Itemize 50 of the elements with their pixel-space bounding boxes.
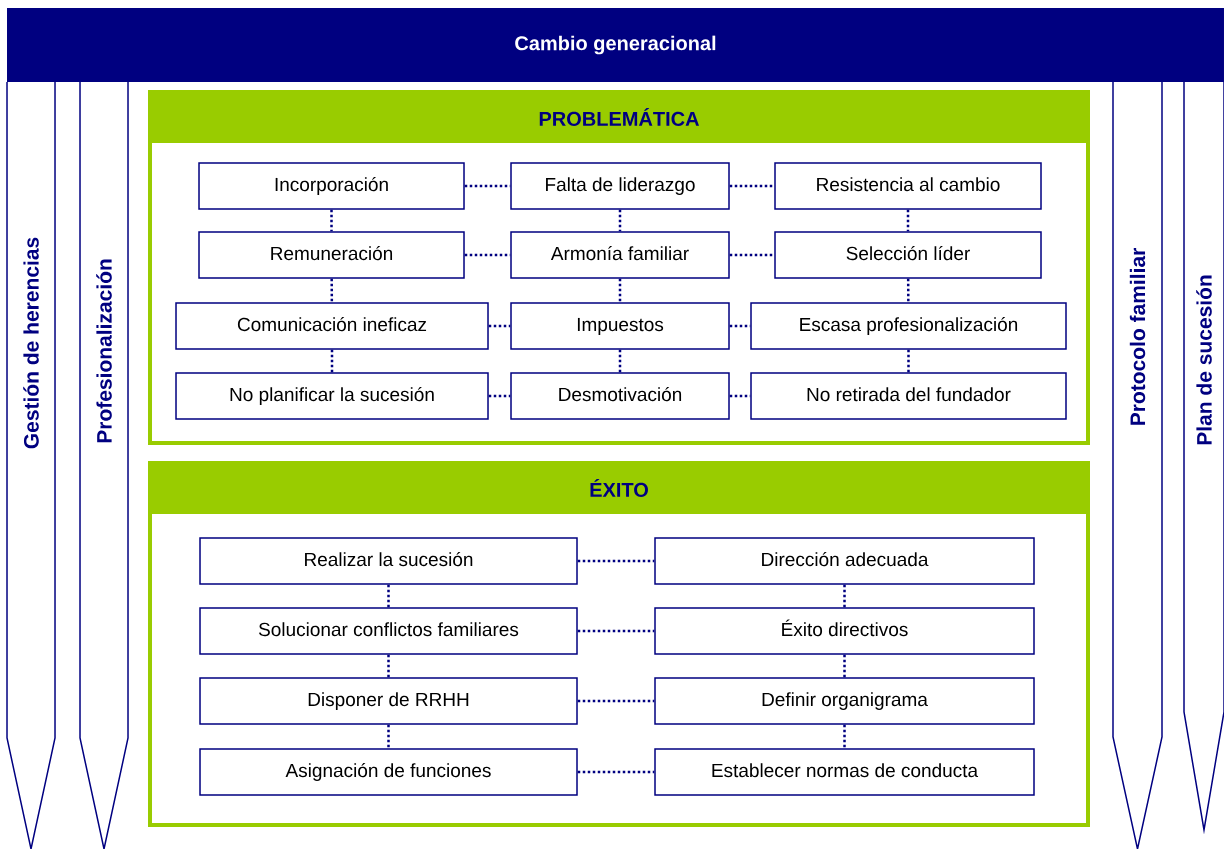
dotted-connector — [906, 278, 910, 303]
dotted-connector — [330, 349, 334, 373]
text-box: No planificar la sucesión — [175, 372, 489, 420]
text-box: Disponer de RRHH — [199, 677, 578, 725]
text-box: Asignación de funciones — [199, 748, 578, 796]
dotted-connector — [330, 209, 333, 232]
text-box: Realizar la sucesión — [199, 537, 578, 585]
text-box: Selección líder — [774, 231, 1042, 279]
dotted-connector — [488, 394, 511, 398]
text-box: Éxito directivos — [654, 607, 1035, 655]
dotted-connector — [906, 209, 910, 232]
dotted-connector — [729, 253, 775, 257]
dotted-connector — [387, 584, 390, 608]
dotted-connector — [618, 278, 622, 303]
panel-header: ÉXITO — [148, 462, 1090, 514]
dotted-connector — [907, 349, 910, 373]
dotted-connector — [330, 278, 334, 303]
pointed-band: Protocolo familiar — [1112, 81, 1163, 849]
text-box: Escasa profesionalización — [750, 302, 1067, 350]
panel-header: PROBLEMÁTICA — [148, 91, 1090, 143]
text-box: Definir organigrama — [654, 677, 1035, 725]
dotted-connector — [577, 770, 655, 774]
text-box: Incorporación — [198, 162, 465, 210]
dotted-connector — [387, 654, 390, 678]
dotted-connector — [488, 324, 511, 328]
text-box: Remuneración — [198, 231, 465, 279]
text-box: Dirección adecuada — [654, 537, 1035, 585]
dotted-connector — [843, 654, 846, 678]
text-box: Desmotivación — [510, 372, 730, 420]
dotted-connector — [729, 184, 775, 188]
text-box: Comunicación ineficaz — [175, 302, 489, 350]
text-box: Armonía familiar — [510, 231, 730, 279]
dotted-connector — [618, 349, 622, 373]
text-box: No retirada del fundador — [750, 372, 1067, 420]
pointed-band: Gestión de herencias — [6, 81, 56, 849]
dotted-connector — [577, 699, 655, 703]
dotted-connector — [618, 209, 622, 232]
text-box: Establecer normas de conducta — [654, 748, 1035, 796]
text-box: Falta de liderazgo — [510, 162, 730, 210]
dotted-connector — [387, 724, 390, 749]
pointed-band: Profesionalización — [79, 81, 129, 849]
dotted-connector — [843, 584, 846, 608]
pointed-band: Plan de sucesión — [1183, 81, 1224, 835]
dotted-connector — [577, 559, 655, 563]
title-banner: Cambio generacional — [7, 8, 1224, 82]
text-box: Resistencia al cambio — [774, 162, 1042, 210]
dotted-connector — [843, 724, 846, 749]
text-box: Solucionar conflictos familiares — [199, 607, 578, 655]
text-box: Impuestos — [510, 302, 730, 350]
dotted-connector — [577, 629, 655, 633]
